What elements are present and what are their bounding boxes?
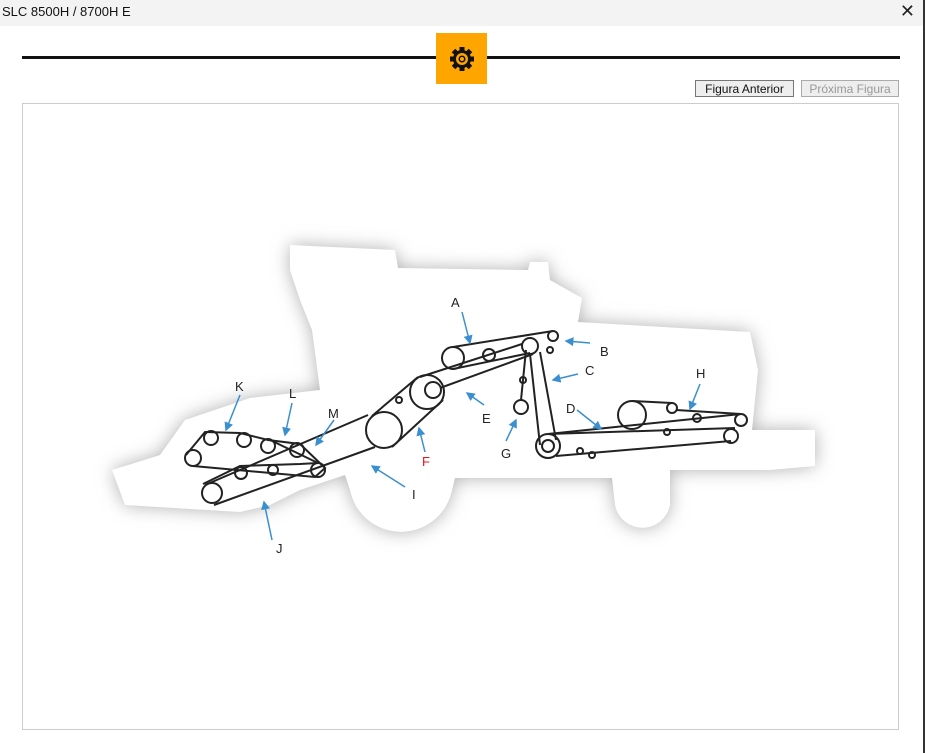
label-m: M (328, 406, 339, 421)
close-icon[interactable]: ✕ (899, 1, 915, 21)
window-border (923, 0, 925, 753)
label-c: C (585, 363, 594, 378)
label-k: K (235, 379, 244, 394)
label-g: G (501, 446, 511, 461)
figure-frame (22, 103, 899, 730)
label-i: I (412, 487, 416, 502)
part-labels: A B C D E F G H I J K L M (235, 295, 705, 556)
label-h: H (696, 366, 705, 381)
label-l: L (289, 386, 296, 401)
label-a: A (451, 295, 460, 310)
label-b: B (600, 344, 609, 359)
combine-silhouette (112, 245, 815, 532)
callout-arrows (224, 311, 701, 541)
label-d: D (566, 401, 575, 416)
window-title: SLC 8500H / 8700H E (2, 4, 131, 19)
label-f-highlighted: F (422, 454, 430, 469)
label-j: J (276, 541, 283, 556)
gear-icon (436, 33, 487, 84)
next-figure-button[interactable]: Próxima Figura (801, 80, 899, 97)
label-e: E (482, 411, 491, 426)
title-bar: SLC 8500H / 8700H E ✕ (0, 0, 925, 26)
previous-figure-button[interactable]: Figura Anterior (695, 80, 794, 97)
belts-and-pulleys (184, 330, 748, 506)
